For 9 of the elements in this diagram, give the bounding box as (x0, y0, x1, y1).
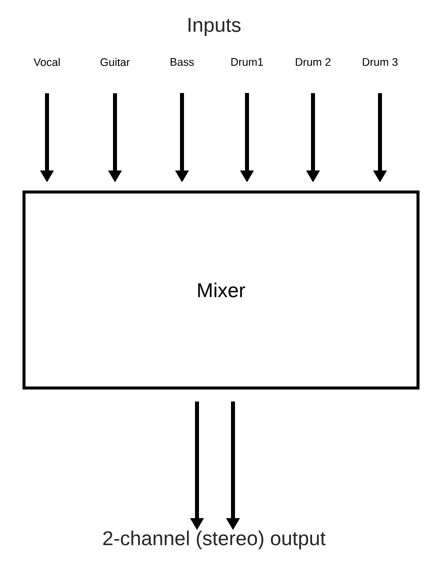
title: Inputs (188, 18, 240, 36)
input-label: Vocal (34, 58, 60, 66)
input-label: Guitar (100, 58, 130, 66)
input-label: Drum 2 (296, 58, 330, 66)
output-label: 2-channel (stereo) output (103, 530, 326, 550)
input-label: Bass (170, 58, 194, 66)
input-label: Drum1 (231, 58, 263, 66)
input-label: Drum 3 (362, 58, 398, 66)
mixer-box: Mixer (22, 190, 420, 390)
